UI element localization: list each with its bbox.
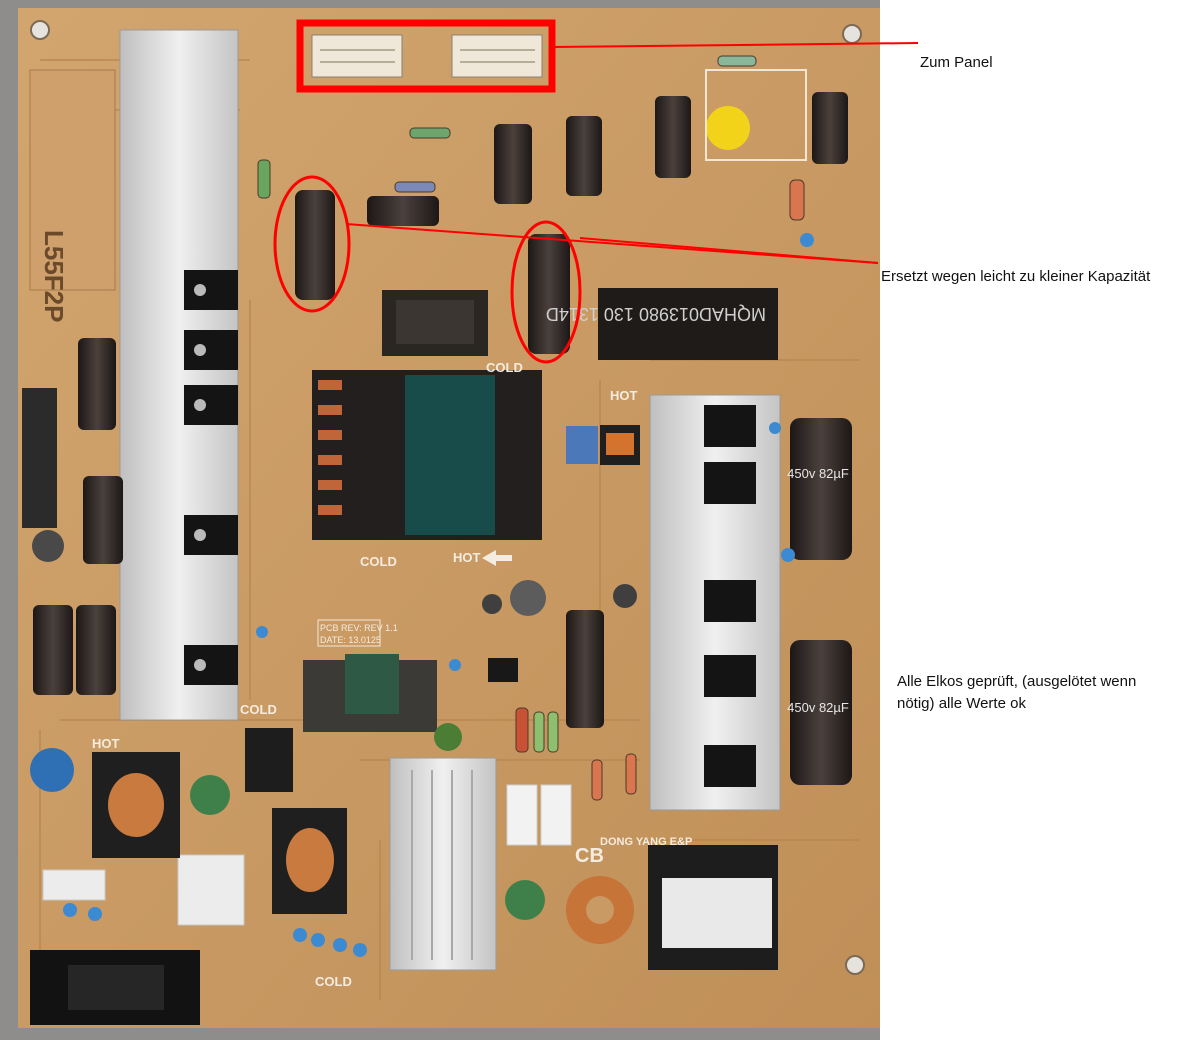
panel-connector-1 [311, 34, 403, 78]
label-hot-3: HOT [92, 736, 120, 751]
left-heatsink [119, 29, 239, 721]
label-cold-4: COLD [315, 974, 352, 989]
pcb-date: DATE: 13.0125 [320, 635, 381, 645]
power-module [598, 288, 778, 360]
annotation-panel: Zum Panel [920, 54, 993, 71]
hv-cap-rating-2: 450v 82µF [787, 700, 849, 715]
cb-marking: CB [575, 845, 604, 867]
label-cold-2: COLD [360, 554, 397, 569]
model-marking: L55F2P [39, 230, 69, 323]
hv-capacitor-2 [790, 640, 852, 785]
annotation-checked: Alle Elkos geprüft, (ausgelötet wenn nöt… [897, 673, 1137, 712]
replaced-capacitor-2 [528, 234, 570, 354]
pcb-rev: PCB REV: REV 1.1 [320, 623, 398, 633]
replaced-capacitor-1 [295, 190, 335, 300]
label-cold-1: COLD [486, 360, 523, 375]
annotation-replaced: Ersetzt wegen leicht zu kleiner Kapazitä… [881, 268, 1151, 285]
chip-label: MQHAD013980 130 1314D [546, 304, 766, 324]
label-hot-1: HOT [610, 388, 638, 403]
label-cold-3: COLD [240, 702, 277, 717]
maker-marking: DONG YANG E&P [600, 836, 692, 848]
label-hot-2: HOT [453, 550, 481, 565]
pcb-photo: L55F2P MQHAD013980 13 [0, 0, 880, 1040]
hv-capacitor-1 [790, 418, 852, 560]
hv-cap-rating-1: 450v 82µF [787, 466, 849, 481]
panel-connector-2 [451, 34, 543, 78]
